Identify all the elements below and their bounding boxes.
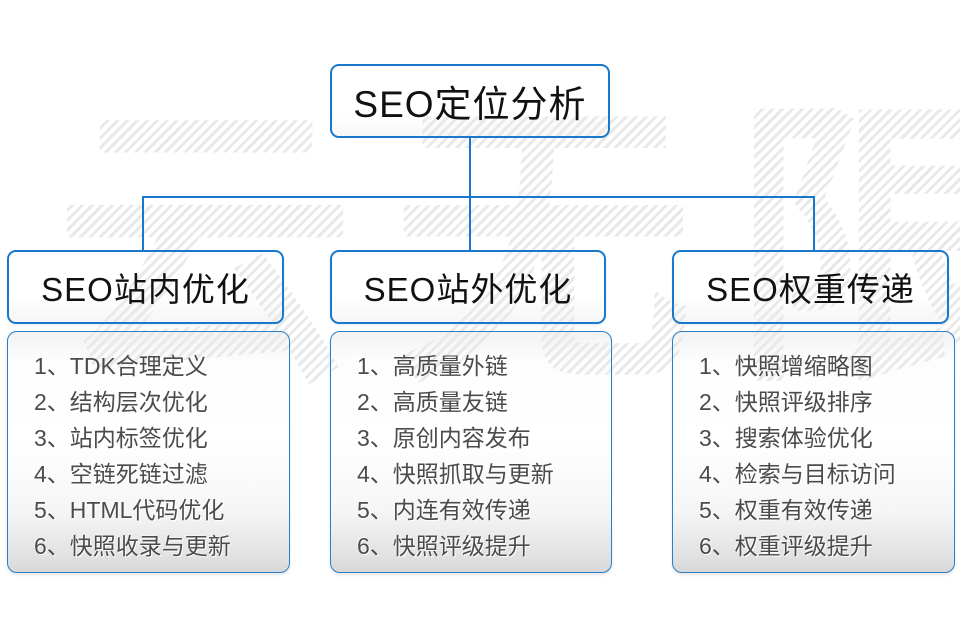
column-onsite-header-label: SEO站内优化 bbox=[41, 271, 250, 308]
list-item: 5、权重有效传递 bbox=[699, 497, 873, 523]
list-item: 5、HTML代码优化 bbox=[34, 497, 225, 523]
column-offsite-list: 1、高质量外链 2、高质量友链 3、原创内容发布 4、快照抓取与更新 5、内连有效传递 6… bbox=[357, 348, 603, 564]
list-item: 4、检索与目标访问 bbox=[699, 461, 896, 487]
list-item: 6、权重评级提升 bbox=[699, 533, 873, 559]
list-item: 2、结构层次优化 bbox=[34, 389, 208, 415]
column-weight: SEO权重传递 1、快照增缩略图 2、快照评级排序 3、搜索体验优化 4、检索与目标访… bbox=[672, 250, 955, 573]
list-item: 3、搜索体验优化 bbox=[699, 425, 873, 451]
list-item: 1、TDK合理定义 bbox=[34, 353, 208, 379]
list-item: 5、内连有效传递 bbox=[357, 497, 531, 523]
column-offsite-header-box: SEO站外优化 bbox=[330, 250, 606, 324]
column-onsite: SEO站内优化 1、TDK合理定义 2、结构层次优化 3、站内标签优化 4、空链死链过… bbox=[7, 250, 290, 573]
column-weight-list: 1、快照增缩略图 2、快照评级排序 3、搜索体验优化 4、检索与目标访问 5、权重有效传… bbox=[699, 348, 946, 564]
connector-drop-right-line bbox=[813, 196, 815, 250]
column-onsite-list: 1、TDK合理定义 2、结构层次优化 3、站内标签优化 4、空链死链过滤 5、HTML代… bbox=[34, 348, 281, 564]
list-item: 4、空链死链过滤 bbox=[34, 461, 208, 487]
list-item: 6、快照收录与更新 bbox=[34, 533, 231, 559]
list-item: 2、高质量友链 bbox=[357, 389, 508, 415]
root-node-title: SEO定位分析 bbox=[353, 84, 587, 125]
connector-drop-left-line bbox=[142, 196, 144, 250]
list-item: 1、高质量外链 bbox=[357, 353, 508, 379]
root-node-box: SEO定位分析 bbox=[330, 64, 610, 138]
connector-horizontal-line bbox=[142, 196, 815, 198]
list-item: 3、站内标签优化 bbox=[34, 425, 208, 451]
list-item: 6、快照评级提升 bbox=[357, 533, 531, 559]
column-weight-header-box: SEO权重传递 bbox=[672, 250, 949, 324]
column-offsite: SEO站外优化 1、高质量外链 2、高质量友链 3、原创内容发布 4、快照抓取与更新 5… bbox=[330, 250, 612, 573]
list-item: 3、原创内容发布 bbox=[357, 425, 531, 451]
column-onsite-panel: 1、TDK合理定义 2、结构层次优化 3、站内标签优化 4、空链死链过滤 5、HTML代… bbox=[7, 331, 290, 573]
column-weight-panel: 1、快照增缩略图 2、快照评级排序 3、搜索体验优化 4、检索与目标访问 5、权重有效传… bbox=[672, 331, 955, 573]
column-weight-header-label: SEO权重传递 bbox=[706, 271, 915, 308]
list-item: 4、快照抓取与更新 bbox=[357, 461, 554, 487]
column-onsite-header-box: SEO站内优化 bbox=[7, 250, 284, 324]
connector-drop-middle-line bbox=[469, 196, 471, 250]
column-offsite-header-label: SEO站外优化 bbox=[363, 271, 573, 308]
connector-stem-line bbox=[469, 138, 471, 198]
list-item: 2、快照评级排序 bbox=[699, 389, 873, 415]
list-item: 1、快照增缩略图 bbox=[699, 353, 873, 379]
column-offsite-panel: 1、高质量外链 2、高质量友链 3、原创内容发布 4、快照抓取与更新 5、内连有效传递 6… bbox=[330, 331, 612, 573]
